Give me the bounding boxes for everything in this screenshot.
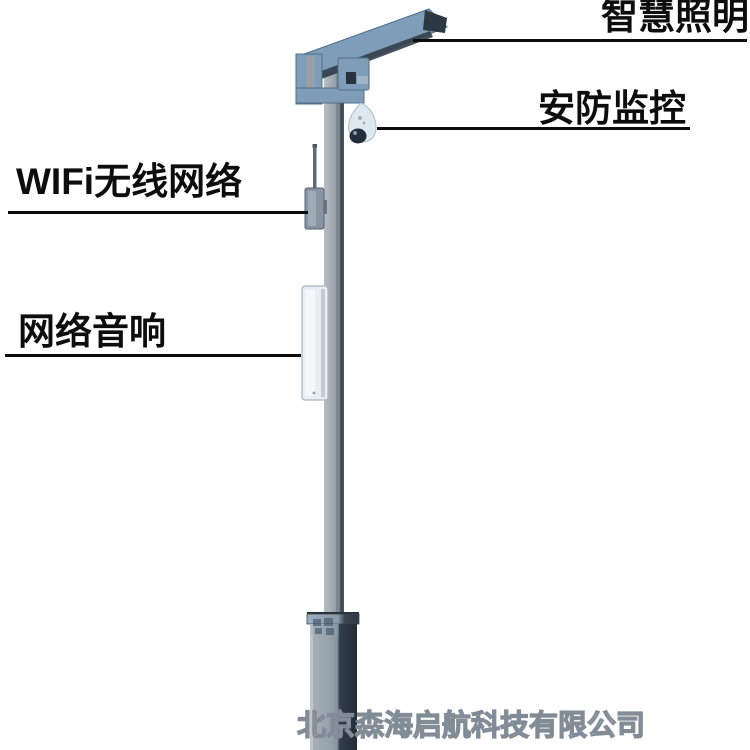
scroll-bracket-graphic <box>337 57 370 91</box>
callout-line-security-camera <box>377 127 690 130</box>
network-speaker-graphic <box>301 285 329 401</box>
arm-end-cap <box>423 10 447 33</box>
lamp-arm-graphic <box>295 8 448 105</box>
camera-lens <box>349 128 367 144</box>
pole-base-graphic <box>306 612 360 750</box>
label-security-camera: 安防监控 <box>538 88 686 129</box>
pole-shaft-graphic <box>324 50 344 618</box>
security-camera-graphic <box>348 102 377 144</box>
label-smart-lighting: 智慧照明 <box>601 0 749 37</box>
wifi-antenna-graphic <box>304 144 327 230</box>
callout-line-network-speaker <box>5 354 301 357</box>
callout-line-smart-lighting <box>413 39 747 42</box>
company-watermark: 北京森海启航科技有限公司 <box>296 709 646 742</box>
callout-line-wifi-network <box>8 211 308 214</box>
base-surface-marks <box>313 618 334 635</box>
label-wifi-network: WIFi无线网络 <box>16 161 243 202</box>
label-network-speaker: 网络音响 <box>18 311 166 352</box>
